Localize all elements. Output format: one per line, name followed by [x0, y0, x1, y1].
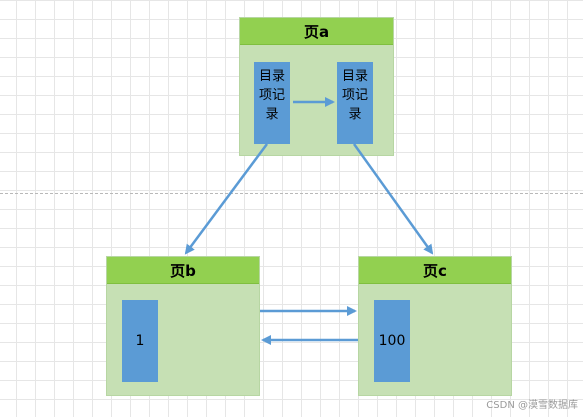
page-c-record: 100 — [374, 300, 410, 382]
watermark: CSDN @漠雪数据库 — [486, 400, 578, 411]
page-b-record: 1 — [122, 300, 158, 382]
page-b: 页b 1 — [106, 256, 260, 396]
page-c-title: 页c — [359, 257, 511, 284]
page-a-record-1-text: 目录 项记 录 — [258, 69, 285, 122]
page-b-record-text: 1 — [135, 332, 145, 349]
page-a-record-2-text: 目录 项记 录 — [341, 69, 368, 122]
page-c-record-text: 100 — [378, 332, 406, 349]
page-a-record-1: 目录 项记 录 — [254, 62, 290, 144]
page-c: 页c 100 — [358, 256, 512, 396]
dashed-divider — [0, 193, 583, 194]
page-b-title: 页b — [107, 257, 259, 284]
page-a-title: 页a — [240, 18, 393, 45]
arrow-page-a-to-page-c — [352, 143, 434, 255]
arrow-page-a-to-page-b — [184, 143, 269, 255]
page-a-record-2: 目录 项记 录 — [337, 62, 373, 144]
page-a: 页a 目录 项记 录 目录 项记 录 — [239, 17, 394, 156]
